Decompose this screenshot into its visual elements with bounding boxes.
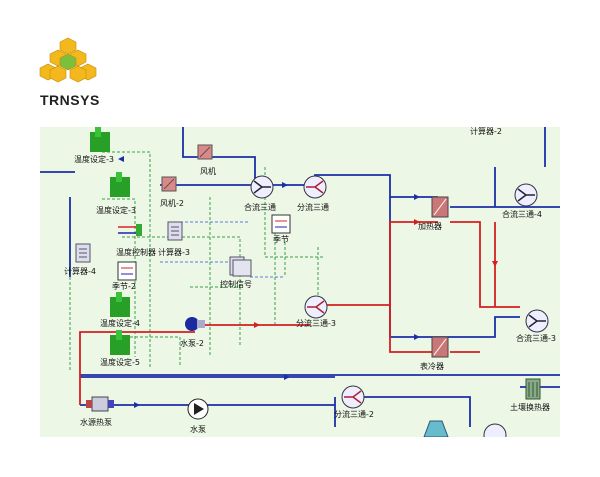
cooling-tower-icon[interactable] (423, 420, 449, 437)
temperature-setting-icon[interactable] (110, 172, 130, 197)
label-tempset5: 温度设定-5 (100, 357, 140, 367)
ground-heat-exchanger-icon[interactable] (525, 378, 541, 400)
label-calc2: 计算器-2 (470, 127, 502, 136)
label-heatpump: 水源热泵 (80, 417, 112, 427)
control-signal-lines (69, 151, 325, 372)
mixer-tee-icon[interactable] (525, 309, 549, 333)
calculator-icon[interactable] (167, 221, 183, 241)
temperature-setting-icon[interactable] (90, 127, 110, 152)
label-pump: 水泵 (190, 424, 206, 434)
label-splitter2: 分流三通-2 (334, 409, 374, 419)
heater-icon[interactable] (431, 196, 449, 218)
label-mixer4: 合流三通-4 (502, 209, 542, 219)
temperature-controller-icon[interactable] (118, 224, 142, 236)
control-signal-icon[interactable] (232, 259, 252, 277)
mixer-tee-icon[interactable] (514, 183, 538, 207)
fan-icon[interactable] (161, 176, 177, 192)
temperature-setting-icon[interactable] (110, 330, 130, 355)
label-fan2: 风机-2 (160, 198, 184, 208)
label-tempset4: 温度设定-4 (100, 318, 140, 328)
label-cooler: 表冷器 (420, 361, 444, 371)
label-season: 季节 (273, 234, 289, 244)
fan-icon[interactable] (197, 144, 213, 160)
label-tempset3b: 温度设定-3 (96, 205, 136, 215)
label-fan: 风机 (200, 166, 216, 176)
splitter-tee-icon[interactable] (304, 295, 328, 319)
mixer-tee-icon[interactable] (250, 175, 274, 199)
splitter-tee-icon[interactable] (341, 385, 365, 409)
temperature-setting-icon[interactable] (110, 292, 130, 317)
trnsys-logo-cubes (39, 37, 97, 83)
label-calc3: 计算器-3 (158, 247, 190, 257)
label-soilhx: 土壤换热器 (510, 402, 550, 412)
label-tempset3a: 温度设定-3 (74, 154, 114, 164)
calculator-icon[interactable] (75, 243, 91, 263)
label-splitter3: 分流三通-3 (296, 318, 336, 328)
season-icon[interactable] (117, 261, 137, 281)
season-icon[interactable] (271, 214, 291, 234)
trnsys-diagram-canvas[interactable]: 计算器-2 温度设定-3 风机 温度设定-3 风机-2 合流三通 分流三通 合流… (40, 127, 560, 437)
label-mixer: 合流三通 (244, 202, 276, 212)
logo-text: TRNSYS (40, 92, 100, 108)
pump-icon[interactable] (187, 398, 209, 420)
splitter-tee-icon[interactable] (303, 175, 327, 199)
label-pump2: 水泵-2 (180, 338, 204, 348)
label-calc4: 计算器-4 (64, 266, 96, 276)
label-ctrlsignal: 控制信号 (220, 279, 252, 289)
label-heater: 加热器 (418, 221, 442, 231)
label-mixer3: 合流三通-3 (516, 333, 556, 343)
label-season2: 季节-2 (112, 281, 136, 291)
cooler-icon[interactable] (431, 336, 449, 358)
flow-arrows (118, 156, 420, 408)
pump-icon[interactable] (185, 317, 205, 331)
label-splitter: 分流三通 (297, 202, 329, 212)
label-tempctrl: 温度控制器 (116, 247, 156, 257)
heat-pump-icon[interactable] (86, 396, 114, 412)
splitter-tee-icon[interactable] (483, 423, 507, 437)
